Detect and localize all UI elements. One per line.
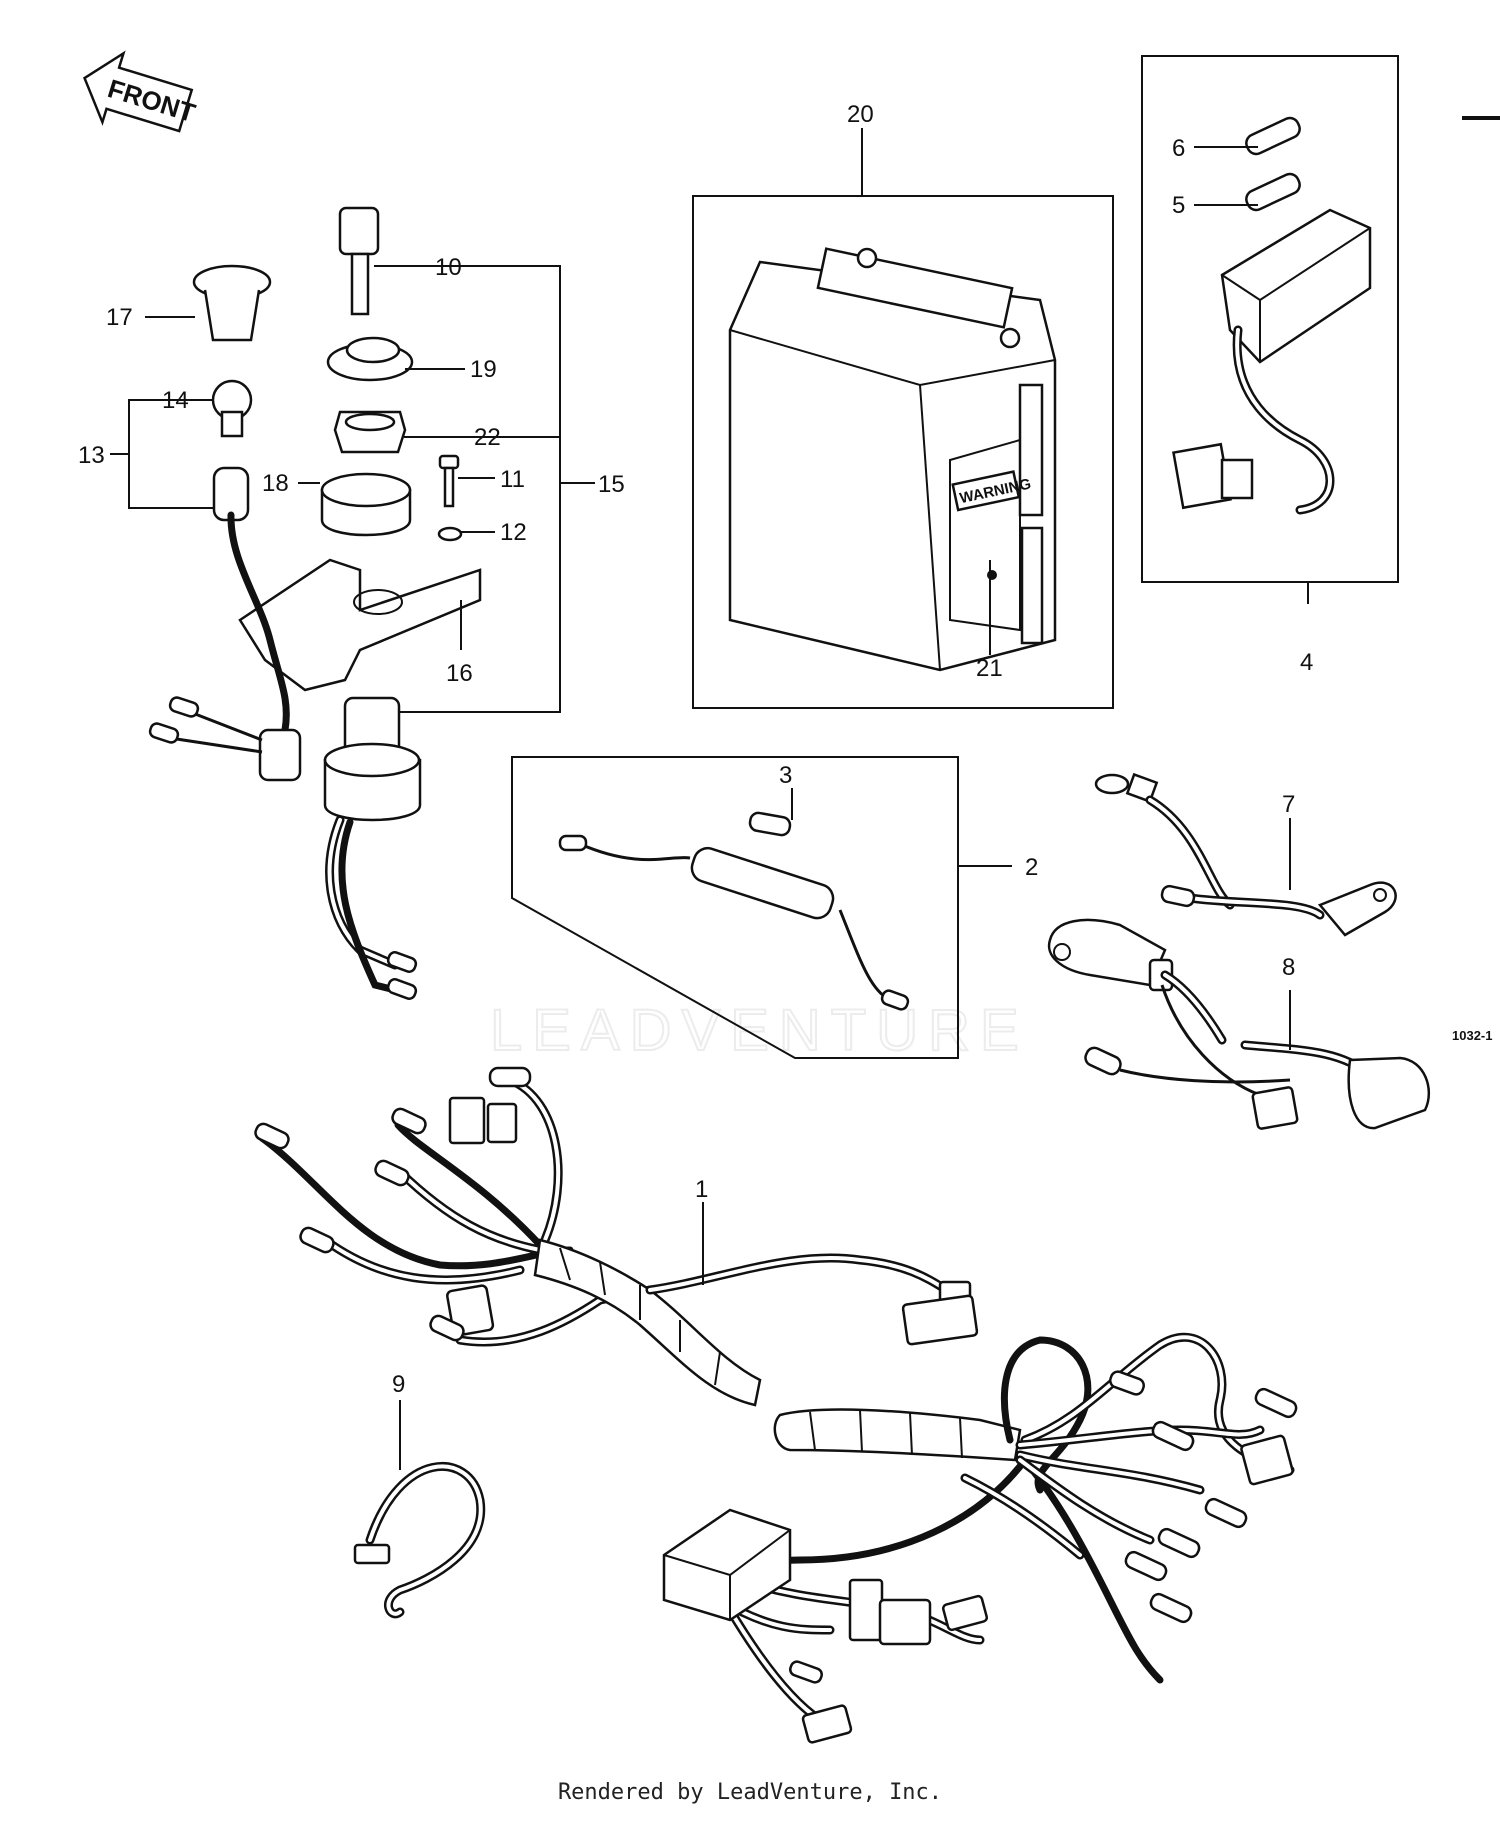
watermark-text: LEADVENTURE <box>490 998 1029 1063</box>
callout-19: 19 <box>470 356 497 383</box>
callout-1: 1 <box>695 1176 708 1203</box>
callout-12: 12 <box>500 519 527 546</box>
callout-14: 14 <box>162 387 189 414</box>
battery-lead <box>1047 918 1431 1130</box>
page-edge-mark <box>1462 116 1500 120</box>
callout-4: 4 <box>1300 649 1313 676</box>
callout-13: 13 <box>78 442 105 469</box>
battery-assembly: WARNING <box>692 195 1114 709</box>
callout-8: 8 <box>1282 954 1295 981</box>
callout-21: 21 <box>976 655 1003 682</box>
ignition-switch-group <box>148 206 482 1000</box>
callout-labels: 20 6 5 4 21 10 19 22 11 12 18 15 16 17 1… <box>78 101 1492 1398</box>
callout-17: 17 <box>106 304 133 331</box>
callout-15: 15 <box>598 471 625 498</box>
callout-5: 5 <box>1172 192 1185 219</box>
callout-11: 11 <box>500 466 525 493</box>
callout-3: 3 <box>779 762 792 789</box>
callout-16: 16 <box>446 660 473 687</box>
ground-lead <box>1094 772 1397 937</box>
fuse-holder-assembly <box>511 756 959 1059</box>
callout-10: 10 <box>435 254 462 281</box>
callout-2: 2 <box>1025 854 1038 881</box>
callout-6: 6 <box>1172 135 1185 162</box>
band-clamp <box>353 1462 486 1619</box>
callout-9: 9 <box>392 1371 405 1398</box>
leader-lines <box>110 128 1309 1470</box>
callout-18: 18 <box>262 470 289 497</box>
callout-22: 22 <box>474 424 501 451</box>
drawing-id: 1032-1 <box>1452 1028 1492 1043</box>
callout-20: 20 <box>847 101 874 128</box>
main-harness <box>254 1066 1298 1744</box>
callout-7: 7 <box>1282 791 1295 818</box>
footer-credit: Rendered by LeadVenture, Inc. <box>557 1780 943 1805</box>
fuse-box-assembly <box>1141 55 1399 583</box>
front-arrow: FRONT <box>82 50 199 133</box>
